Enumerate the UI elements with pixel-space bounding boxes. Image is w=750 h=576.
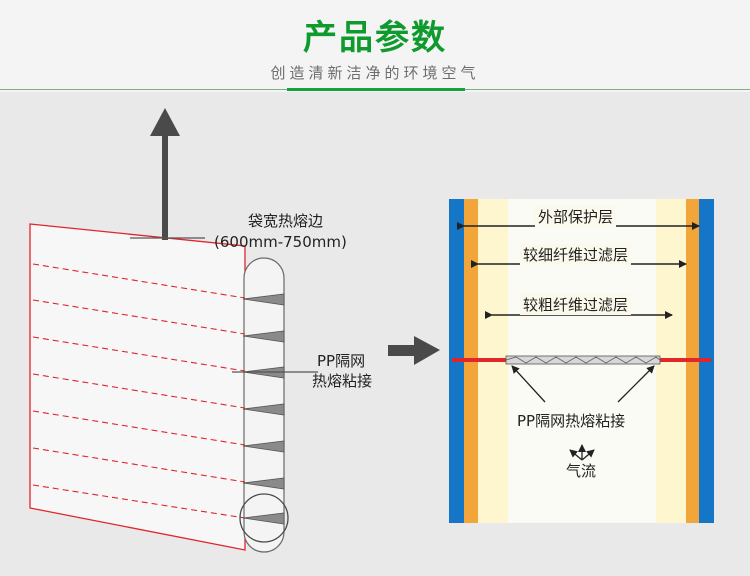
- airflow-icon: [569, 444, 595, 461]
- detail-arrow: [388, 336, 440, 365]
- page-subtitle: 创造清新洁净的环境空气: [270, 64, 480, 82]
- seam-width-label: 袋宽热熔边: [248, 212, 324, 230]
- coarse-fiber-layer-label: 较粗纤维过滤层: [520, 294, 632, 315]
- filter-bag: [29, 223, 285, 553]
- detail-circle: [239, 493, 289, 543]
- outer-protection-layer-label: 外部保护层: [535, 206, 617, 227]
- fine-fiber-layer-label: 较细纤维过滤层: [520, 244, 632, 265]
- header-band: [0, 0, 750, 92]
- heat-bond-label: 热熔粘接: [312, 372, 373, 390]
- page-title: 产品参数: [303, 18, 447, 58]
- pp-bond-label: PP隔网热熔粘接: [517, 412, 626, 430]
- pp-bond-band: [452, 355, 711, 365]
- pocket-seam-lines: [32, 263, 246, 519]
- airflow-up-arrow: [150, 108, 180, 240]
- header-accent-bar: [287, 88, 465, 91]
- pp-bond-pointers: [511, 365, 655, 403]
- airflow-label: 气流: [566, 462, 597, 480]
- pp-mesh-label: PP隔网: [317, 352, 366, 370]
- seam-width-range: (600mm-750mm): [214, 233, 347, 251]
